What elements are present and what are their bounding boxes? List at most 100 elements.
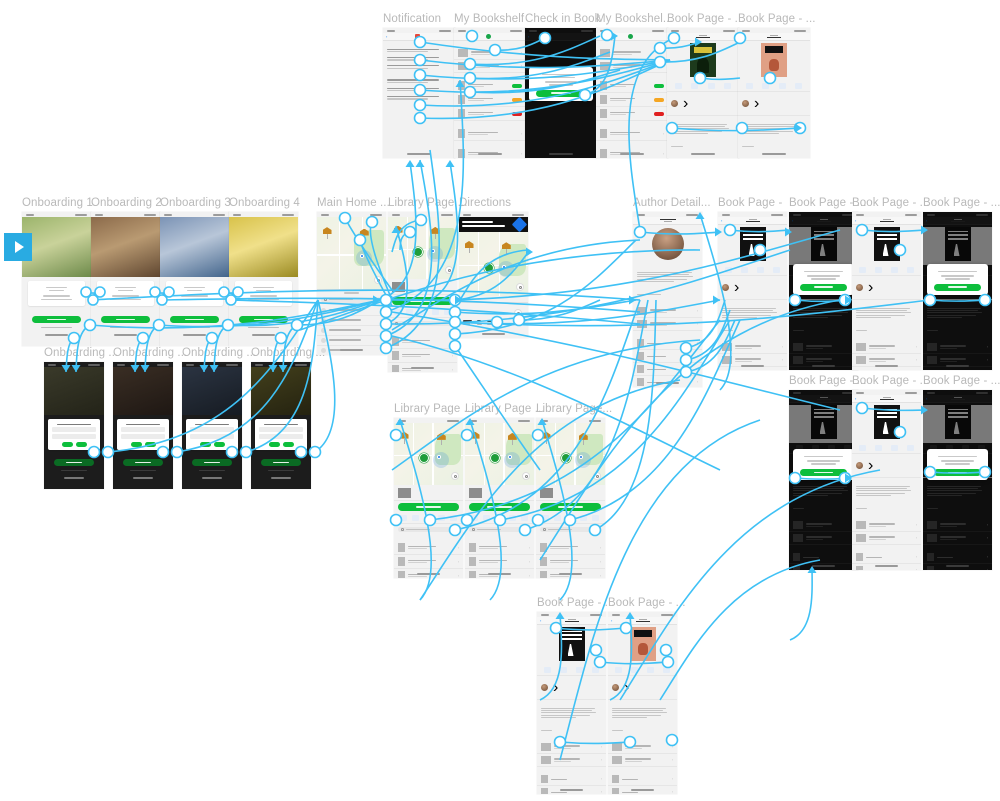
frame-title[interactable]: Onboarding 1 — [22, 197, 93, 209]
book-list-item[interactable]: › — [465, 541, 534, 555]
signup-modal[interactable] — [255, 419, 307, 451]
frame-title[interactable]: Onboarding 2 — [91, 197, 162, 209]
modal-okay-button[interactable] — [934, 468, 981, 476]
get-started-button[interactable] — [170, 315, 219, 323]
book-list-item[interactable]: › — [465, 555, 534, 569]
directions-button[interactable] — [392, 297, 453, 305]
shelf-action-button[interactable] — [512, 83, 522, 88]
shelf-action-button[interactable] — [512, 111, 522, 116]
modal-scrim[interactable] — [923, 390, 992, 570]
shelf-list-item[interactable] — [454, 79, 526, 93]
modal-okay-button[interactable] — [934, 283, 981, 291]
back-icon[interactable]: ‹ — [386, 34, 388, 39]
get-started-button[interactable] — [192, 458, 232, 466]
author-row[interactable]: › — [608, 676, 677, 700]
availability-item[interactable]: › — [537, 754, 606, 768]
selected-library-pin[interactable] — [489, 452, 500, 463]
library-header[interactable] — [394, 485, 463, 501]
frame-title[interactable]: Directions — [459, 197, 512, 209]
home-list-item[interactable] — [317, 316, 386, 326]
login-button[interactable] — [268, 442, 280, 448]
similar-title-item[interactable]: › — [852, 551, 921, 565]
map-view[interactable] — [317, 217, 386, 289]
shelf-list-item[interactable]: › — [454, 127, 526, 141]
notification-item[interactable] — [383, 78, 455, 86]
availability-item[interactable]: › — [667, 157, 739, 158]
author-row[interactable]: › — [537, 676, 606, 700]
frame-title[interactable]: Book Page - ... — [923, 375, 1000, 387]
shelf-list-item[interactable]: › — [596, 127, 668, 141]
home-list-item[interactable] — [317, 306, 386, 316]
frame-title[interactable]: My Bookshel... — [596, 13, 673, 25]
library-header[interactable] — [536, 485, 605, 501]
recenter-button[interactable] — [516, 283, 524, 291]
similar-title-item[interactable]: › — [608, 773, 677, 787]
back-icon[interactable]: ‹ — [670, 34, 672, 39]
frame-onboarding3[interactable] — [160, 212, 229, 346]
library-action-icons[interactable] — [536, 513, 605, 524]
author-row[interactable]: › — [852, 276, 921, 300]
book-action-icons[interactable] — [667, 81, 739, 92]
frame-title[interactable]: Book Page - ... — [852, 197, 930, 209]
back-icon[interactable]: ‹ — [721, 218, 723, 223]
shelf-action-button[interactable] — [512, 97, 522, 102]
email-field[interactable] — [121, 427, 165, 433]
frame-title[interactable]: Book Page - ... — [789, 197, 867, 209]
frame-bookpage-b1[interactable]: ‹ › › › › — [537, 612, 606, 794]
availability-item[interactable]: › — [537, 741, 606, 755]
email-field[interactable] — [190, 427, 234, 433]
notification-item[interactable] — [383, 94, 455, 102]
get-started-button[interactable] — [239, 315, 288, 323]
frame-title[interactable]: Onboarding ... — [182, 347, 257, 359]
frame-bookpage-r6[interactable]: ‹ › › › › — [852, 390, 921, 570]
map-view[interactable] — [459, 232, 528, 296]
home-list-item[interactable] — [317, 326, 386, 336]
back-icon[interactable]: ‹ — [855, 396, 857, 401]
back-icon[interactable]: ‹ — [540, 618, 542, 623]
library-action-icons[interactable] — [394, 513, 463, 524]
search-input[interactable] — [321, 296, 382, 303]
frame-title[interactable]: Book Page - ... — [537, 597, 615, 609]
search-books-input[interactable] — [392, 321, 453, 326]
frame-librarypage-b[interactable]: › › › › › — [394, 418, 463, 578]
login-button[interactable] — [199, 442, 211, 448]
frame-mainhome[interactable] — [317, 212, 386, 355]
frame-title[interactable]: Library Page ... — [388, 197, 468, 209]
frame-bookpage-top-1[interactable]: ‹ › › › › — [667, 28, 739, 158]
shelf-action-button[interactable] — [654, 83, 664, 88]
frame-title[interactable]: Author Detail... — [633, 197, 711, 209]
availability-item[interactable]: › — [852, 341, 921, 355]
register-button[interactable] — [75, 442, 87, 448]
availability-item[interactable]: › — [852, 519, 921, 533]
frame-title[interactable]: Onboarding 4 — [229, 197, 300, 209]
similar-title-item[interactable]: › — [537, 773, 606, 787]
signup-modal[interactable] — [48, 419, 100, 451]
home-list-item[interactable] — [317, 336, 386, 346]
book-action-icons[interactable] — [738, 81, 810, 92]
library-pin[interactable] — [322, 227, 332, 240]
search-books-input[interactable] — [398, 527, 459, 532]
library-pin[interactable] — [430, 226, 440, 239]
library-action-icons[interactable] — [388, 307, 457, 318]
modal-scrim[interactable] — [789, 390, 858, 570]
frame-title[interactable]: Library Page... — [536, 403, 613, 415]
shelf-list-item[interactable]: › — [454, 47, 526, 60]
frame-notification[interactable]: ‹ — [383, 28, 455, 158]
availability-item[interactable]: › — [852, 532, 921, 546]
work-list-item[interactable]: › — [633, 337, 702, 351]
library-pin[interactable] — [393, 225, 403, 238]
shelf-list-item[interactable]: › — [454, 60, 526, 73]
author-row[interactable]: › — [738, 92, 810, 116]
selected-library-pin[interactable] — [483, 262, 494, 273]
recenter-button[interactable] — [445, 266, 453, 274]
frame-onboarding3b[interactable] — [182, 362, 242, 489]
book-list-item[interactable]: › — [394, 555, 463, 569]
map-view[interactable] — [388, 217, 457, 279]
frame-title[interactable]: Onboarding 3 — [160, 197, 231, 209]
frame-onboarding2b[interactable] — [113, 362, 173, 489]
frame-bookpage-b2[interactable]: ‹ › › › › — [608, 612, 677, 794]
shelf-list-item[interactable]: › — [596, 47, 668, 60]
frame-title[interactable]: Library Page ... — [394, 403, 474, 415]
get-started-button[interactable] — [101, 315, 150, 323]
shelf-action-button[interactable] — [654, 111, 664, 116]
